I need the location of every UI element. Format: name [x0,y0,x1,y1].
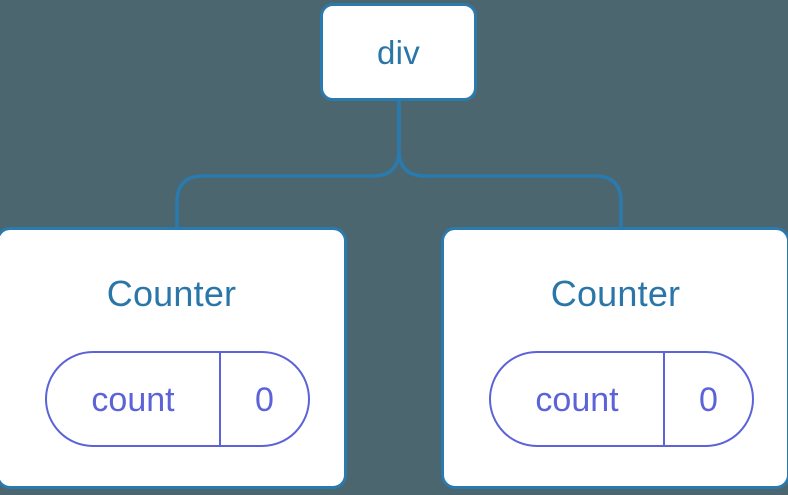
root-node-label: div [376,33,421,71]
counter-2-title: Counter [550,273,681,314]
counter-2-state-key: count [491,353,665,445]
counter-1-state-value-label: 0 [255,381,274,419]
counter-2-state-value-label: 0 [699,381,718,419]
counter-1-title: Counter [106,273,237,314]
node-root-div[interactable]: div [320,3,477,101]
counter-1-state-value: 0 [221,353,308,445]
node-counter-2[interactable]: Counter count 0 [441,227,788,489]
counter-1-state-pill[interactable]: count 0 [45,351,310,447]
edge-root-to-counter-1 [175,99,401,230]
counter-2-state-key-label: count [535,381,619,419]
counter-1-state-key-label: count [91,381,175,419]
counter-2-state-value: 0 [665,353,752,445]
edge-root-to-counter-2 [397,99,623,230]
node-counter-1[interactable]: Counter count 0 [0,227,347,489]
counter-2-state-pill[interactable]: count 0 [489,351,754,447]
counter-1-state-key: count [47,353,221,445]
